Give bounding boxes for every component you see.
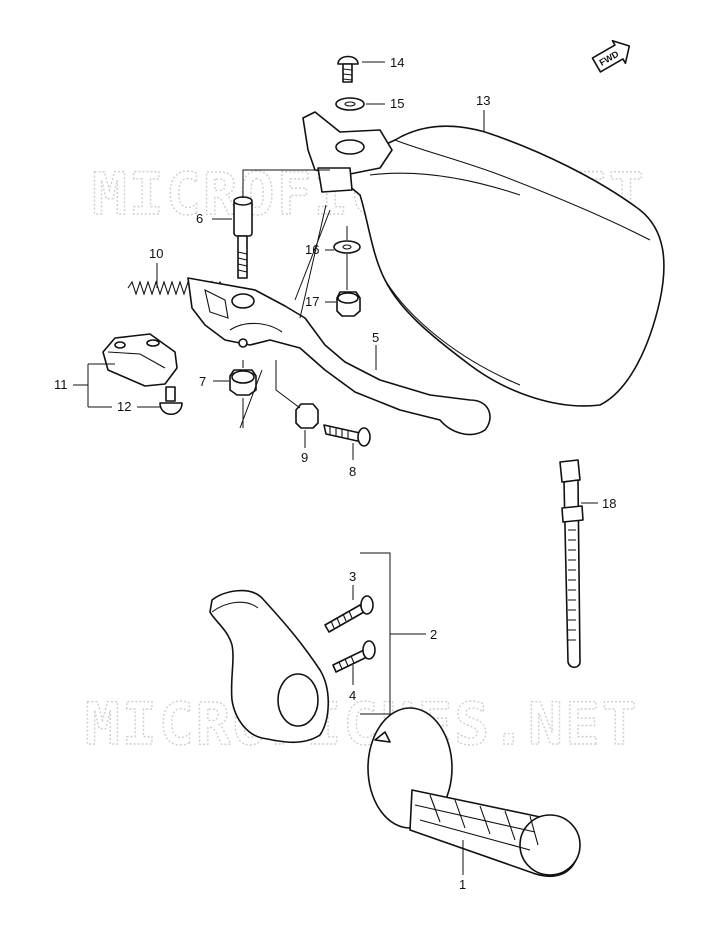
spacer-bolt-6	[233, 196, 253, 279]
screw-12	[159, 386, 183, 416]
callout-6: 6	[196, 211, 203, 226]
screw-14	[337, 55, 359, 83]
callout-11: 11	[54, 377, 68, 392]
callout-18: 18	[602, 496, 616, 511]
callout-8: 8	[349, 464, 356, 479]
leader-axis-guard	[294, 204, 348, 319]
callout-7: 7	[199, 374, 206, 389]
callout-13: 13	[476, 93, 490, 108]
switch-11	[102, 333, 178, 387]
nut-17	[336, 291, 361, 317]
callout-4: 4	[349, 688, 356, 703]
fwd-arrow-icon: FWD	[591, 39, 631, 73]
leader-axis-lever	[239, 360, 301, 429]
callout-10: 10	[149, 246, 163, 261]
callout-14: 14	[390, 55, 404, 70]
grip-1	[367, 707, 581, 878]
bolt-8	[323, 424, 371, 447]
callout-1: 1	[459, 877, 466, 892]
callout-15: 15	[390, 96, 404, 111]
washer-16	[333, 240, 361, 254]
washer-15	[335, 97, 365, 111]
callout-12: 12	[117, 399, 131, 414]
clutch-lever-5	[187, 277, 491, 436]
screw-4	[332, 640, 376, 673]
callout-16: 16	[305, 242, 319, 257]
screw-3	[324, 595, 374, 633]
callout-9: 9	[301, 450, 308, 465]
guard-mount-bracket	[302, 111, 393, 193]
leader-2-bracket	[360, 552, 426, 715]
leader-6-axis	[242, 169, 330, 198]
tie-strap-18	[559, 459, 584, 669]
callout-3: 3	[349, 569, 356, 584]
grip-holder-2	[209, 589, 330, 743]
leader-11	[73, 363, 115, 408]
hand-guard	[329, 125, 665, 407]
watermark-bottom: MICROFICHES.NET	[85, 690, 639, 758]
nut-7	[229, 369, 257, 396]
nut-9	[295, 403, 319, 429]
callout-17: 17	[305, 294, 319, 309]
callout-5: 5	[372, 330, 379, 345]
callout-2: 2	[430, 627, 437, 642]
